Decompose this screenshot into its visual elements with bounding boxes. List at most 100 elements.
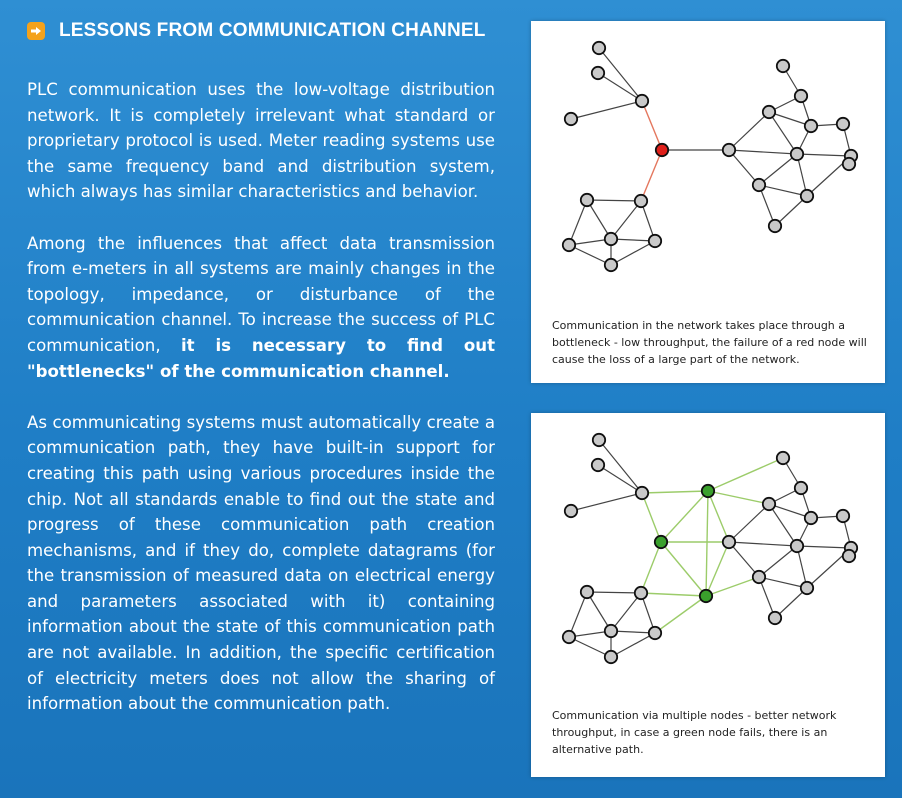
network-link: [758, 184, 808, 197]
network-node: [721, 142, 737, 158]
alternative-link: [705, 576, 760, 597]
network-link: [570, 100, 643, 120]
figure-bottleneck: Communication in the network takes place…: [531, 21, 885, 383]
network-node: [803, 510, 819, 526]
network-node: [634, 93, 650, 109]
network-node: [579, 192, 595, 208]
network-node: [563, 111, 579, 127]
network-node: [647, 233, 663, 249]
alternative-link: [707, 457, 784, 492]
network-link: [610, 630, 656, 634]
network-link: [796, 545, 852, 549]
network-node: [590, 65, 606, 81]
network-link: [610, 200, 642, 240]
network-node: [761, 104, 777, 120]
network-node: [603, 623, 619, 639]
network-link: [768, 503, 812, 519]
network-link: [597, 72, 643, 102]
network-link: [768, 111, 798, 155]
article-body: PLC communication uses the low-voltage d…: [27, 77, 495, 742]
network-link: [586, 199, 612, 240]
alternative-link: [707, 490, 730, 543]
network-node: [761, 496, 777, 512]
network-link: [598, 47, 643, 102]
figure-bottleneck-caption: Communication in the network takes place…: [552, 319, 867, 366]
network-node: [591, 432, 607, 448]
network-graph-multipath: [561, 432, 859, 665]
network-node: [634, 485, 650, 501]
network-node: [767, 610, 783, 626]
network-node: [633, 585, 649, 601]
alternative-link: [641, 490, 709, 494]
network-link: [758, 545, 798, 578]
network-link: [598, 439, 643, 494]
figure-multipath-caption: Communication via multiple nodes - bette…: [552, 709, 837, 756]
network-node: [603, 649, 619, 665]
alternative-link: [705, 490, 709, 597]
network-link: [610, 592, 642, 632]
network-link: [586, 591, 642, 594]
network-link: [758, 576, 808, 589]
network-link: [586, 199, 642, 202]
bottleneck-link: [640, 149, 663, 202]
network-node: [591, 40, 607, 56]
network-link: [728, 149, 798, 155]
network-node: [835, 116, 851, 132]
network-node: [793, 88, 809, 104]
network-node: [633, 193, 649, 209]
network-node: [721, 534, 737, 550]
network-node: [793, 480, 809, 496]
network-node: [841, 156, 857, 172]
figure-multipath: Communication via multiple nodes - bette…: [531, 413, 885, 777]
network-link: [728, 541, 798, 547]
arrow-right-icon: [27, 22, 45, 40]
green-node: [653, 534, 669, 550]
network-link: [758, 184, 776, 227]
alternative-link: [640, 592, 707, 597]
network-link: [568, 199, 588, 246]
network-link: [774, 195, 808, 227]
network-node: [799, 580, 815, 596]
network-node: [789, 538, 805, 554]
network-node: [835, 508, 851, 524]
network-link: [610, 238, 656, 242]
network-node: [799, 188, 815, 204]
network-node: [647, 625, 663, 641]
network-link: [610, 632, 656, 658]
network-link: [597, 464, 643, 494]
network-link: [758, 153, 798, 186]
network-node: [789, 146, 805, 162]
network-link: [586, 591, 612, 632]
alternative-link: [705, 541, 730, 597]
network-node: [751, 569, 767, 585]
network-node: [775, 450, 791, 466]
alternative-link: [660, 541, 707, 597]
bottleneck-link: [641, 100, 663, 151]
network-link: [568, 244, 612, 266]
network-link: [728, 111, 770, 151]
alternative-link: [660, 490, 709, 543]
network-node: [803, 118, 819, 134]
paragraph-2-emphasis: it is necessary to find out "bottlenecks…: [27, 335, 495, 381]
network-node: [767, 218, 783, 234]
network-node: [841, 548, 857, 564]
network-link: [796, 153, 852, 157]
network-link: [768, 111, 812, 127]
alternative-link: [641, 492, 662, 543]
green-node: [700, 483, 716, 499]
network-node: [751, 177, 767, 193]
network-link: [768, 503, 798, 547]
network-link: [570, 492, 643, 512]
network-node: [775, 58, 791, 74]
network-node: [579, 584, 595, 600]
network-node: [603, 257, 619, 273]
network-link: [728, 503, 770, 543]
network-node: [590, 457, 606, 473]
alternative-link: [654, 595, 707, 634]
network-node: [563, 503, 579, 519]
network-link: [568, 636, 612, 658]
network-link: [728, 149, 760, 186]
network-node: [561, 629, 577, 645]
network-graph-bottleneck: [561, 40, 859, 273]
network-link: [774, 587, 808, 619]
